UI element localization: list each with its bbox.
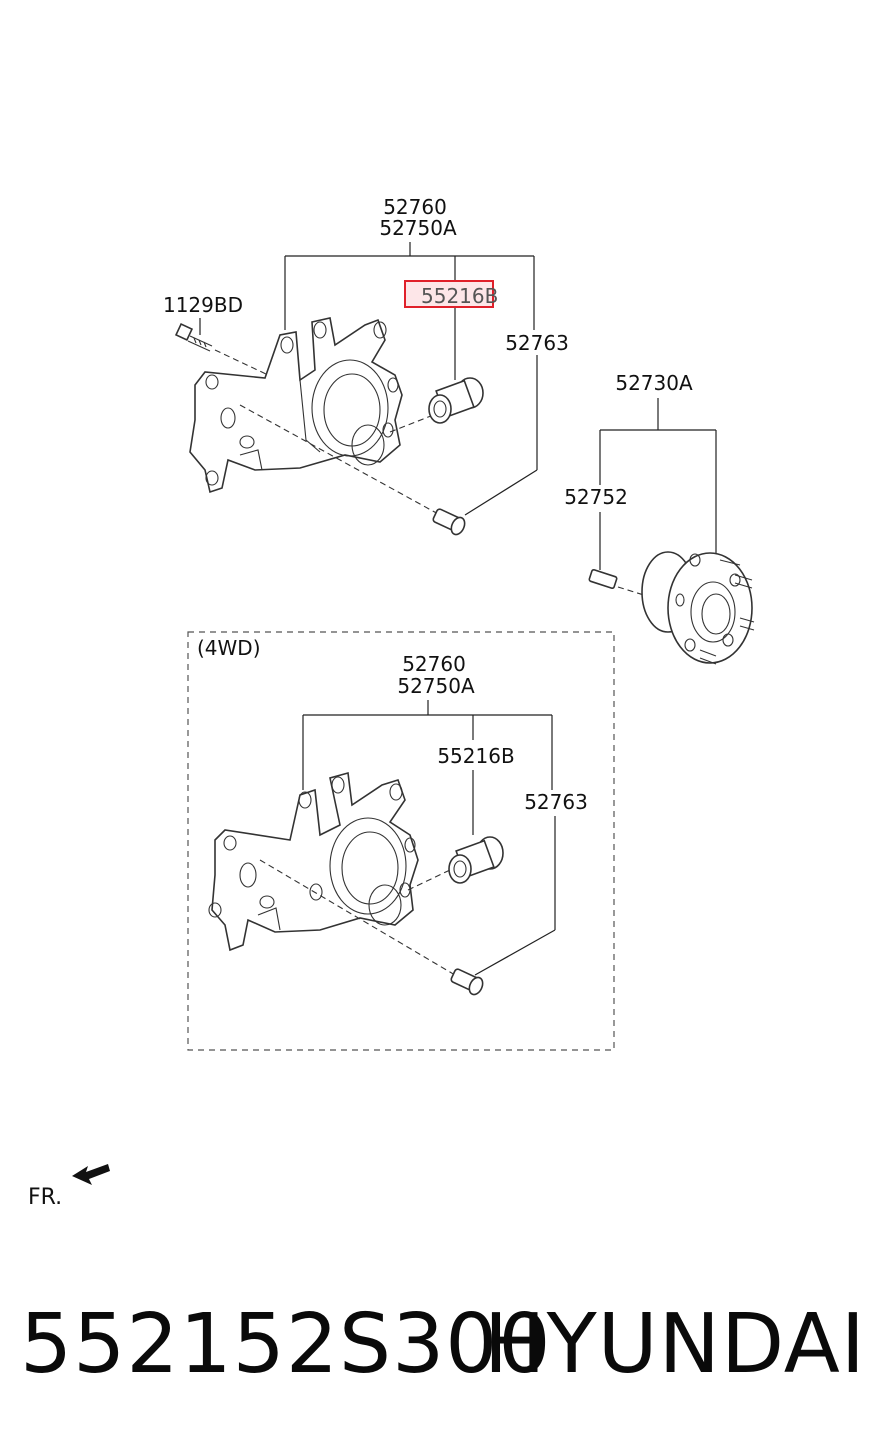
4wd-group: (4WD) 52760 52750A 55216B 52763	[187, 631, 615, 1051]
bolt-label[interactable]: 1129BD	[163, 293, 243, 317]
lower-assembly-label-bottom[interactable]: 52750A	[397, 674, 475, 698]
upper-knuckle-body	[189, 317, 403, 494]
upper-leader-lines	[199, 242, 538, 516]
front-arrow-icon	[72, 1164, 110, 1185]
4wd-variant-frame	[187, 631, 615, 1051]
front-direction-indicator: FR.	[28, 1164, 110, 1210]
upper-assembly-label-top[interactable]: 52760	[383, 195, 447, 219]
hub-stud	[588, 568, 661, 601]
upper-knuckle-group: 52760 52750A 55216B 1129BD 52763	[163, 195, 569, 536]
part-footer: 552152S300 HYUNDAI	[0, 1295, 886, 1405]
upper-bushing-label[interactable]: 55216B	[421, 284, 498, 308]
stud-label[interactable]: 52752	[564, 485, 628, 509]
lower-leader-lines	[302, 700, 556, 976]
lower-pin-label[interactable]: 52763	[524, 790, 588, 814]
lower-bushing-label[interactable]: 55216B	[437, 744, 514, 768]
upper-bushing	[428, 377, 484, 424]
hub-body	[641, 551, 755, 665]
brand-name: HYUNDAI	[483, 1297, 866, 1392]
hub-assembly-label[interactable]: 52730A	[615, 371, 693, 395]
part-number: 552152S300	[20, 1297, 552, 1392]
upper-pin-label[interactable]: 52763	[505, 331, 569, 355]
upper-pin	[432, 508, 466, 536]
hub-leader-lines	[599, 398, 717, 570]
upper-assembly-label-bottom[interactable]: 52750A	[379, 216, 457, 240]
front-direction-label: FR.	[28, 1185, 62, 1210]
highlighted-part-box	[404, 280, 494, 308]
hub-group: 52730A 52752	[564, 371, 755, 665]
4wd-variant-label: (4WD)	[197, 636, 261, 660]
lower-assembly-label-top[interactable]: 52760	[402, 652, 466, 676]
bolt-1129bd	[174, 322, 213, 352]
lower-pin	[450, 968, 484, 996]
lower-knuckle-body	[208, 771, 419, 952]
lower-bushing	[448, 836, 504, 884]
